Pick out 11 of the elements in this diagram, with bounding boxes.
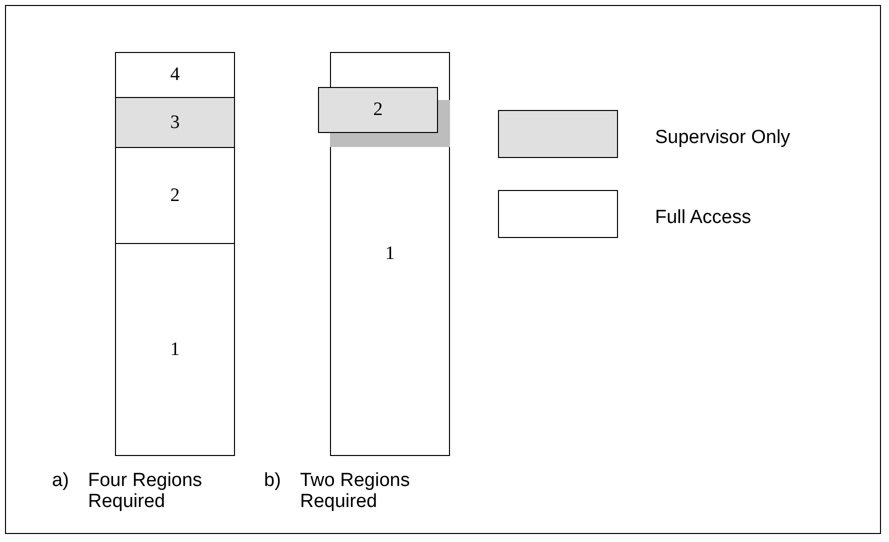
- memory-region: 3: [115, 97, 235, 148]
- memory-region: 1: [115, 243, 235, 456]
- legend-label: Full Access: [655, 207, 752, 229]
- memory-region: 2: [115, 147, 235, 244]
- memory-region: 2: [318, 87, 438, 133]
- caption: a): [52, 470, 70, 491]
- caption: Four Regions Required: [88, 470, 204, 512]
- caption: Two Regions Required: [300, 470, 411, 512]
- legend-label: Supervisor Only: [655, 127, 790, 149]
- caption: b): [264, 470, 282, 491]
- memory-region: 4: [115, 52, 235, 98]
